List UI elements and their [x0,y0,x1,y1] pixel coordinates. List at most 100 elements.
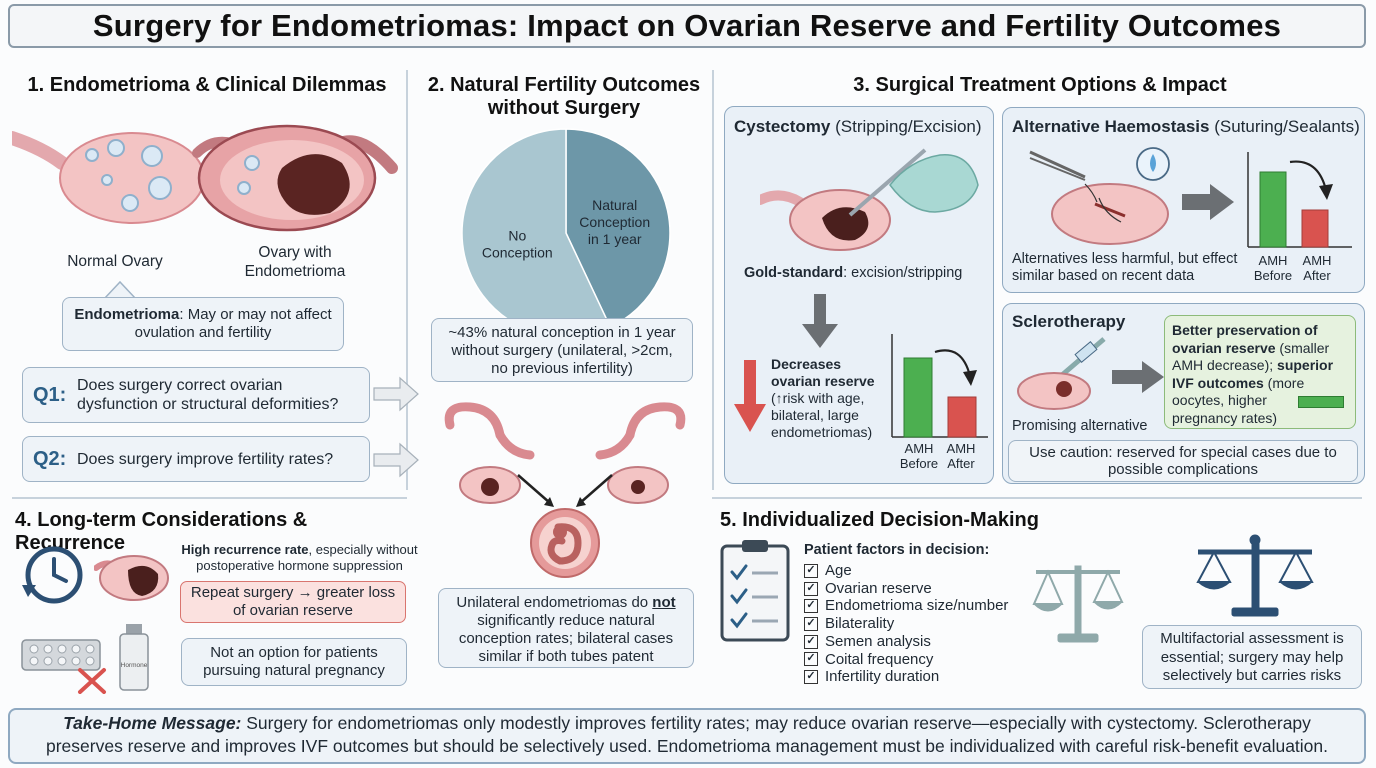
repeat-surgery-warning: Repeat surgery → greater loss of ovarian… [180,581,406,623]
sclerotherapy-promising: Promising alternative [1012,418,1148,434]
arrow-icon [517,474,551,504]
section3-title: 3. Surgical Treatment Options & Impact [853,74,1227,96]
sclerotherapy-illustration [1017,337,1106,410]
divider [12,497,407,499]
patient-factor-label: Semen analysis [825,632,931,650]
hormone-vial-label: Hormone [121,662,148,669]
arrow-icon [579,474,613,504]
patient-factor-item: ✓ Semen analysis [804,633,1008,651]
take-home-text: Take-Home Message: Surgery for endometri… [45,713,1329,756]
ovary-icon [1017,372,1091,410]
patient-factor-label: Ovarian reserve [825,579,932,597]
patient-factors-title: Patient factors in decision: [804,542,990,558]
clock-recurrence-icon [22,546,83,604]
section2-title-1: 2. Natural Fertility Outcomes [427,74,701,96]
alternative-haemostasis-title: Alternative Haemostasis (Suturing/Sealan… [1012,117,1360,136]
question-arrows [373,376,419,478]
amh-before-bar [903,357,933,438]
amh-bar-chart-2 [1247,152,1352,248]
decrease-text: Decreases ovarian reserve (↑risk with ag… [771,356,875,440]
checkbox-checked-icon: ✓ [804,563,818,578]
gloved-hand-icon [889,154,979,213]
uterus-tube-icon [595,402,686,504]
patient-factor-label: Infertility duration [825,668,940,686]
question-1-box: Q1: Does surgery correct ovarian dysfunc… [22,367,370,423]
normal-ovary-icon [12,131,205,224]
clipboard-checklist-icon [720,540,790,642]
unilateral-note-box: Unilateral endometriomas do not signific… [438,588,694,668]
gold-standard-text: Gold-standard: excision/stripping [744,265,963,281]
endometrioma-ovary-icon [192,124,398,232]
assessment-box: Multifactorial assessment is essential; … [1142,625,1362,689]
arrow-right-icon [373,376,419,412]
section1-title: 1. Endometrioma & Clinical Dilemmas [27,74,387,96]
amh-after-bar [947,396,977,438]
divider [712,497,1362,499]
recurrence-text: High recurrence rate, especially without… [181,542,418,573]
scalpel-icon [848,148,927,217]
patient-factors-list: ✓ Age ✓ Ovarian reserve ✓ Endometrioma size/n… [804,562,1008,686]
patient-factor-label: Age [825,562,852,579]
patient-factor-item: ✓ Age [804,562,1008,580]
checkbox-checked-icon: ✓ [804,670,818,685]
recurrent-ovary-icon [94,555,169,601]
normal-ovary-label: Normal Ovary [67,253,163,270]
take-home-box [8,708,1366,764]
amh-bar-chart-1 [891,334,988,438]
sclerotherapy-benefit-box [1164,315,1356,429]
patient-factor-item: ✓ Ovarian reserve [804,580,1008,598]
arrow-right-icon [1112,361,1164,393]
uterus-tube-icon [444,402,535,504]
not-option-box: Not an option for patients pursuing natu… [181,638,407,686]
balance-scale-small-icon [1032,565,1124,643]
sclerotherapy-title: Sclerotherapy [1012,312,1126,331]
arrow-right-icon [1182,184,1234,220]
green-bar-icon [1298,396,1344,408]
section5-title: 5. Individualized Decision-Making [720,509,1039,531]
cystectomy-illustration [760,148,979,251]
amh-after-bar [1301,209,1329,248]
endometrioma-callout: Endometrioma: May or may not affect ovul… [62,297,344,351]
pill-pack-icon [21,639,101,671]
checkbox-checked-icon: ✓ [804,652,818,667]
checkbox-checked-icon: ✓ [804,634,818,649]
callout-pointer [103,280,137,300]
question-2-box: Q2: Does surgery improve fertility rates… [22,436,370,482]
cystectomy-title: Cystectomy (Stripping/Excision) [734,117,982,136]
page-title: Surgery for Endometriomas: Impact on Ova… [8,4,1366,48]
arrow-down-icon [802,294,838,348]
endometrioma-ovary-label-1: Ovary with [258,244,332,261]
red-x-icon [78,668,106,694]
checkbox-checked-icon: ✓ [804,581,818,596]
embryo-icon [530,508,600,578]
uterus-embryo-illustration [444,402,686,578]
ovary-illustrations [12,124,398,232]
patient-factor-label: Coital frequency [825,650,934,668]
checkbox-checked-icon: ✓ [804,616,818,631]
divider [712,70,714,490]
pie-slice-natural-conception [565,128,671,329]
vial-icon [126,624,142,634]
patient-factor-item: ✓ Coital frequency [804,651,1008,669]
patient-factor-label: Endometrioma size/number [825,597,1009,615]
balance-scale-large-icon [1196,534,1314,617]
forceps-icon [1029,150,1086,179]
arrow-right-icon [373,442,419,478]
amh-before-bar [1259,171,1287,248]
checkbox-checked-icon: ✓ [804,599,818,614]
suturing-illustration [1029,147,1170,245]
patient-factor-label: Bilaterality [825,615,895,633]
caution-box: Use caution: reserved for special cases … [1008,440,1358,482]
section2-title-2: without Surgery [487,97,641,119]
hormone-medication-icons: Hormone [21,624,149,694]
divider [406,70,408,490]
natural-conception-stat-box: ~43% natural conception in 1 year withou… [431,318,693,382]
